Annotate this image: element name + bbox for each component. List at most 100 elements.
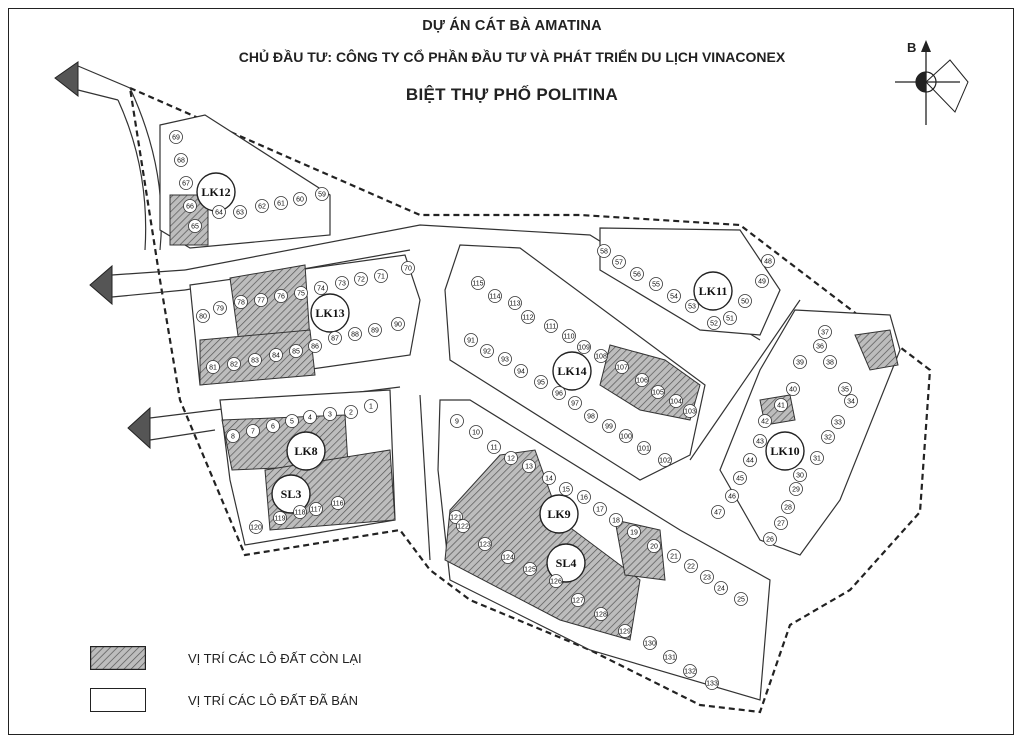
lot-marker bbox=[733, 471, 747, 485]
lot-number: 66 bbox=[186, 204, 194, 211]
block-label-lk13: LK13 bbox=[315, 306, 344, 320]
lot-number: 18 bbox=[612, 518, 620, 525]
lot-number: 19 bbox=[630, 530, 638, 537]
lot-number: 83 bbox=[251, 358, 259, 365]
lot-number: 73 bbox=[338, 281, 346, 288]
lot-number: 3 bbox=[328, 412, 332, 419]
lot-marker bbox=[810, 451, 824, 465]
lot-number: 127 bbox=[572, 598, 584, 605]
lot-number: 21 bbox=[670, 554, 678, 561]
lot-marker bbox=[649, 277, 663, 291]
lot-marker bbox=[683, 664, 697, 678]
lot-marker bbox=[328, 331, 342, 345]
investor-line: CHỦ ĐẦU TƯ: CÔNG TY CỔ PHẦN ĐẦU TƯ VÀ PH… bbox=[238, 49, 786, 65]
lot-number: 4 bbox=[308, 415, 312, 422]
lot-number: 101 bbox=[638, 446, 650, 453]
lot-number: 65 bbox=[191, 224, 199, 231]
lot-number: 71 bbox=[377, 274, 385, 281]
block-label-circle bbox=[552, 351, 592, 391]
lot-marker bbox=[183, 199, 197, 213]
lot-marker bbox=[743, 453, 757, 467]
lot-number: 99 bbox=[605, 424, 613, 431]
lot-number: 129 bbox=[619, 629, 631, 636]
lot-marker bbox=[738, 294, 752, 308]
lot-marker bbox=[364, 399, 378, 413]
lot-marker bbox=[627, 525, 641, 539]
lot-number: 51 bbox=[726, 316, 734, 323]
lot-marker bbox=[552, 386, 566, 400]
lot-marker bbox=[562, 329, 576, 343]
lot-marker bbox=[658, 453, 672, 467]
road-line bbox=[419, 394, 431, 561]
lot-marker bbox=[609, 513, 623, 527]
lot-marker bbox=[498, 352, 512, 366]
block-label-circle bbox=[271, 474, 311, 514]
lot-number: 63 bbox=[236, 210, 244, 217]
lot-number: 84 bbox=[272, 353, 280, 360]
block-label-lk11: LK11 bbox=[699, 284, 728, 298]
lot-number: 90 bbox=[394, 322, 402, 329]
lot-marker bbox=[643, 636, 657, 650]
lot-marker bbox=[593, 502, 607, 516]
lot-marker bbox=[669, 394, 683, 408]
map-frame bbox=[8, 8, 1014, 735]
lot-number: 97 bbox=[571, 401, 579, 408]
lot-number: 1 bbox=[369, 404, 373, 411]
lot-number: 86 bbox=[311, 344, 319, 351]
lot-marker bbox=[823, 355, 837, 369]
lot-number: 57 bbox=[615, 260, 623, 267]
lot-number: 9 bbox=[455, 419, 459, 426]
lot-number: 28 bbox=[784, 505, 792, 512]
lot-number: 26 bbox=[766, 537, 774, 544]
lot-number: 41 bbox=[777, 403, 785, 410]
lot-marker bbox=[266, 419, 280, 433]
lot-marker bbox=[323, 407, 337, 421]
lot-marker bbox=[227, 357, 241, 371]
lot-number: 2 bbox=[349, 410, 353, 417]
block-label-circle bbox=[546, 543, 586, 583]
lot-number: 23 bbox=[703, 575, 711, 582]
lot-number: 48 bbox=[764, 259, 772, 266]
lot-marker bbox=[793, 355, 807, 369]
lot-marker bbox=[667, 549, 681, 563]
lot-marker bbox=[233, 205, 247, 219]
lot-marker bbox=[469, 425, 483, 439]
lot-number: 124 bbox=[502, 555, 514, 562]
lot-number: 62 bbox=[258, 204, 266, 211]
entry-arrow-middle bbox=[89, 264, 186, 306]
lot-marker bbox=[734, 592, 748, 606]
block-lk9-sl4 bbox=[437, 399, 771, 701]
lot-marker bbox=[793, 468, 807, 482]
lot-marker bbox=[521, 310, 535, 324]
lot-number: 8 bbox=[231, 434, 235, 441]
lot-marker bbox=[464, 333, 478, 347]
lot-marker bbox=[705, 676, 719, 690]
lot-number: 79 bbox=[216, 306, 224, 313]
lot-marker bbox=[818, 325, 832, 339]
lot-number: 125 bbox=[524, 567, 536, 574]
lot-marker bbox=[523, 562, 537, 576]
lot-marker bbox=[844, 394, 858, 408]
lot-number: 96 bbox=[555, 391, 563, 398]
lot-marker bbox=[501, 550, 515, 564]
lot-marker bbox=[723, 311, 737, 325]
lot-marker bbox=[212, 205, 226, 219]
lot-number: 43 bbox=[756, 439, 764, 446]
lot-number: 64 bbox=[215, 210, 223, 217]
lot-number: 58 bbox=[600, 249, 608, 256]
lot-marker bbox=[786, 382, 800, 396]
lot-marker bbox=[196, 309, 210, 323]
lot-marker bbox=[293, 192, 307, 206]
block-label-lk12: LK12 bbox=[201, 185, 230, 199]
lot-number: 107 bbox=[616, 365, 628, 372]
lot-marker bbox=[309, 502, 323, 516]
lot-number: 113 bbox=[509, 301, 520, 308]
lot-marker bbox=[450, 414, 464, 428]
lot-marker bbox=[753, 434, 767, 448]
lot-number: 88 bbox=[351, 332, 359, 339]
lot-marker bbox=[293, 505, 307, 519]
lot-marker bbox=[594, 349, 608, 363]
lot-number: 55 bbox=[652, 282, 660, 289]
